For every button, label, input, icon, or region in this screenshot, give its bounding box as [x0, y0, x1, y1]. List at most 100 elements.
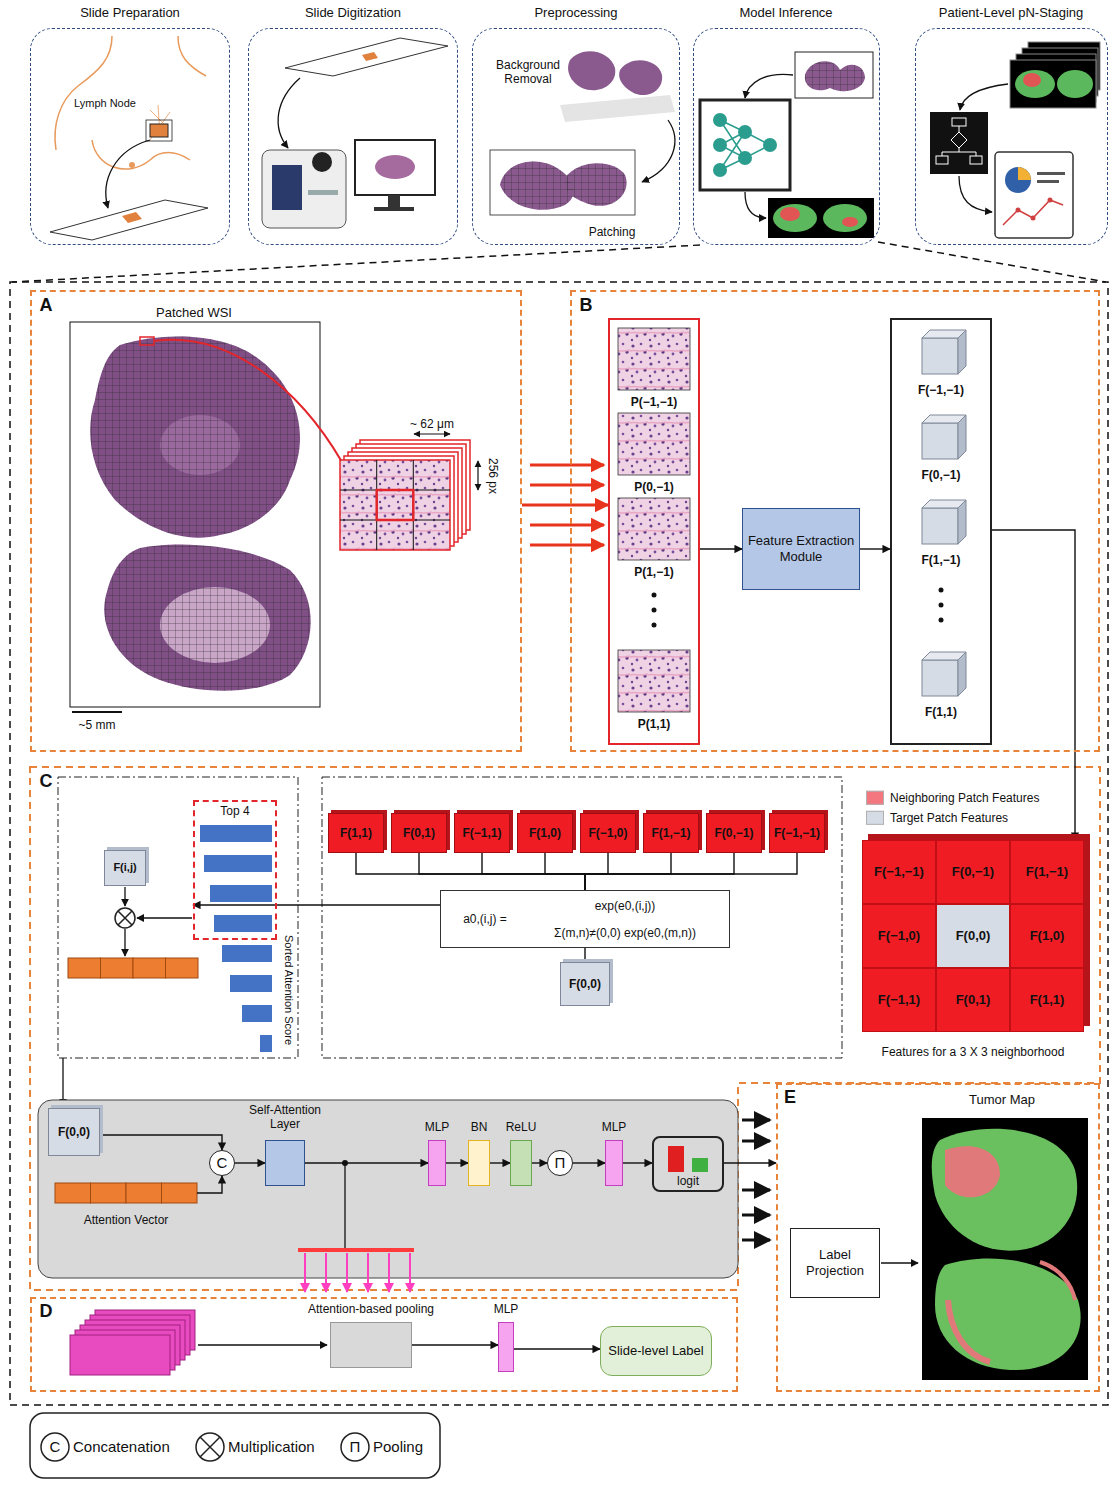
tissue-image [795, 52, 873, 98]
patch-stack [340, 460, 450, 550]
stage-panel: Patient-Level pN-Staging [915, 28, 1108, 245]
node-text: F(−1,0) [878, 928, 920, 944]
tissue-sample [122, 212, 142, 223]
node-text: A [34, 295, 58, 317]
node-text: BN [459, 1120, 499, 1134]
feature-cube: F(1,0) [517, 813, 573, 853]
flow-arrow [642, 120, 675, 182]
node-text: Attention-based pooling [286, 1302, 456, 1316]
feature-cube: F(0,1) [391, 813, 447, 853]
node-text: F(0,−1) [892, 468, 990, 482]
pink-arrow [346, 1253, 348, 1292]
legend-symbol [341, 1433, 369, 1461]
tumor-map-stack [1015, 70, 1055, 98]
multiply-symbol [115, 908, 135, 928]
report-icon [1037, 172, 1065, 175]
output-arrow [742, 1239, 770, 1242]
node-text: F(1,0) [1030, 928, 1065, 944]
ellipsis-dots [652, 588, 944, 628]
grid-cell: F(1,0) [1010, 904, 1084, 968]
wire [198, 1344, 327, 1345]
feature-cube: F(1,1) [328, 813, 384, 853]
feature-cube [958, 652, 966, 696]
layer-block: MLP [605, 1140, 623, 1186]
attention-vector [126, 1183, 162, 1203]
patch-column: P(−1,−1)P(0,−1)P(1,−1)P(1,1) [608, 318, 700, 745]
legend-symbol [200, 1437, 220, 1457]
flowchart-icon [951, 132, 967, 148]
ellipsis-dots [652, 623, 657, 628]
connector [356, 853, 585, 890]
grid-cell: F(−1,−1) [862, 840, 936, 904]
node-text: F(−1,1) [878, 992, 920, 1008]
label-text: Background Removal [491, 58, 565, 87]
wsi-image [90, 337, 300, 538]
attention-vector [133, 958, 166, 978]
node-text: a0,(i,j) = [442, 912, 528, 926]
feature-cube [958, 330, 966, 374]
legend-text: Neighboring Patch Features [890, 791, 1039, 805]
glass-slide [285, 38, 448, 76]
tissue-image [565, 163, 627, 205]
panel: ELabel Projection [776, 1083, 1100, 1392]
output-arrow [742, 1120, 770, 1240]
node-text: Σ(m,n)≠(0,0) exp(e0,(m,n)) [527, 926, 723, 940]
connector [584, 948, 585, 962]
legend-symbol [196, 1433, 224, 1461]
node-text: D [34, 1301, 58, 1323]
pink-arrow [305, 1253, 410, 1292]
node-text: F(−1,1) [462, 826, 501, 840]
network-icon [700, 100, 790, 190]
network-icon [713, 113, 727, 127]
node-text: Slide-level Label [608, 1343, 703, 1359]
connector [700, 548, 742, 549]
tumor-map-thumbnail [842, 217, 858, 227]
network-icon [738, 125, 752, 139]
node-text: MLP [594, 1120, 634, 1134]
legend-item: Multiplication [228, 1438, 315, 1456]
scanner-icon [262, 150, 346, 228]
network-icon [713, 163, 727, 177]
process-box: Feature Extraction Module [742, 508, 860, 590]
node-text: C [217, 1154, 228, 1172]
legend-swatch [866, 791, 884, 805]
scanner-icon [312, 152, 332, 172]
connector [482, 853, 585, 890]
node-text: F(1,1) [1030, 992, 1065, 1008]
feature-cube [958, 415, 966, 459]
pink-arrow [367, 1253, 369, 1292]
logit-bar [692, 1158, 708, 1172]
network-icon [738, 151, 752, 165]
flow-arrow [106, 140, 150, 208]
connector [623, 1162, 652, 1163]
red-arrow [530, 484, 604, 487]
report-icon [1031, 216, 1036, 221]
patch-image [618, 328, 690, 390]
tissue-image [500, 162, 574, 210]
label-text: 256 px [486, 446, 500, 506]
label-text: ~5 mm [67, 718, 127, 732]
output-box: Slide-level Label [600, 1326, 712, 1376]
feature-cube: F(i,j) [104, 850, 146, 886]
lymph-node [146, 120, 172, 141]
connector [860, 548, 890, 549]
tumor-map-stack [1023, 73, 1041, 87]
output-arrow [742, 1140, 770, 1143]
attention-vector [101, 958, 134, 978]
node-text: Preprocessing [472, 5, 680, 21]
node-text: Features for a 3 X 3 neighborhood [862, 1045, 1084, 1059]
feature-cube: F(−1,0) [580, 813, 636, 853]
node-text: F(−1,−1) [774, 826, 820, 840]
output-arrow [742, 1189, 770, 1192]
tumor-map-image [945, 1146, 1000, 1197]
tissue-image [619, 60, 662, 95]
report-icon [1003, 200, 1063, 225]
body-illustration [150, 105, 170, 140]
feature-cube [922, 338, 958, 374]
wire [137, 917, 192, 918]
tumor-map-image [948, 1300, 990, 1362]
group-frame [322, 777, 842, 1058]
tumor-map-thumbnail [768, 198, 874, 238]
attention-bar [242, 1005, 272, 1022]
tissue-image [500, 162, 574, 210]
